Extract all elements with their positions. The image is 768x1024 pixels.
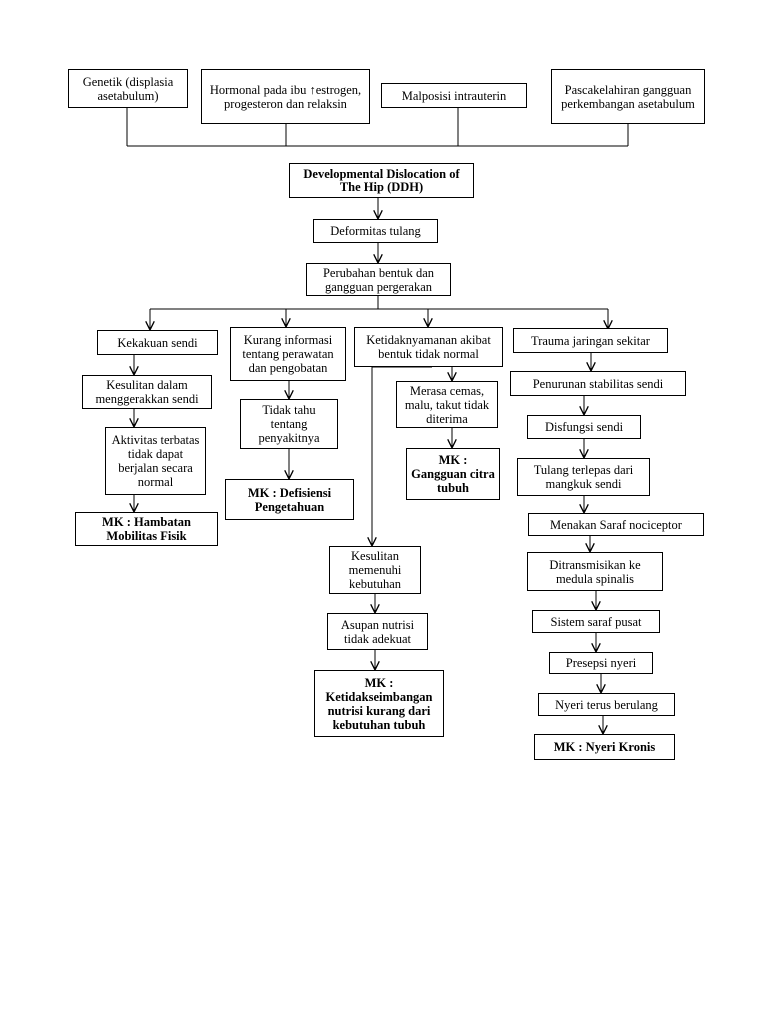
- kesulitan-gerak-box: Kesulitan dalam menggerakkan sendi: [82, 375, 212, 409]
- ketidaknyamanan-box: Ketidaknyamanan akibat bentuk tidak norm…: [354, 327, 503, 367]
- kurang-informasi-box: Kurang informasi tentang perawatan dan p…: [230, 327, 346, 381]
- kekakuan-box: Kekakuan sendi: [97, 330, 218, 355]
- tidak-tahu-box: Tidak tahu tentang penyakitnya: [240, 399, 338, 449]
- mk-hambatan-mobilitas-text: MK : Hambatan Mobilitas Fisik: [102, 515, 191, 543]
- ketidaknyamanan-text: Ketidaknyamanan akibat bentuk tidak norm…: [366, 333, 491, 361]
- penurunan-stabilitas-text: Penurunan stabilitas sendi: [532, 376, 664, 391]
- kesulitan-kebutuhan-text: Kesulitan memenuhi kebutuhan: [348, 549, 402, 591]
- mk-gangguan-citra-box: MK : Gangguan citra tubuh: [406, 448, 500, 500]
- ditransmisikan-box: Ditransmisikan ke medula spinalis: [527, 552, 663, 591]
- mk-nyeri-kronis-box: MK : Nyeri Kronis: [534, 734, 675, 760]
- disfungsi-box: Disfungsi sendi: [527, 415, 641, 439]
- cause-genetik-text: Genetik (displasia asetabulum): [82, 74, 174, 103]
- aktivitas-box: Aktivitas terbatas tidak dapat berjalan …: [105, 427, 206, 495]
- deformitas-text: Deformitas tulang: [330, 224, 421, 238]
- sistem-saraf-text: Sistem saraf pusat: [550, 614, 642, 629]
- merasa-cemas-text: Merasa cemas, malu, takut tidak diterima: [404, 383, 490, 426]
- presepsi-nyeri-text: Presepsi nyeri: [565, 656, 637, 670]
- trauma-box: Trauma jaringan sekitar: [513, 328, 668, 353]
- penurunan-stabilitas-box: Penurunan stabilitas sendi: [510, 371, 686, 396]
- mk-ketidakseimbangan-nutrisi-box: MK : Ketidakseimbangan nutrisi kurang da…: [314, 670, 444, 737]
- cause-genetik-box: Genetik (displasia asetabulum): [68, 69, 188, 108]
- sistem-saraf-box: Sistem saraf pusat: [532, 610, 660, 633]
- mk-nyeri-kronis-text: MK : Nyeri Kronis: [553, 740, 656, 754]
- menakan-saraf-text: Menakan Saraf nociceptor: [550, 517, 682, 532]
- disfungsi-text: Disfungsi sendi: [544, 420, 624, 434]
- presepsi-nyeri-box: Presepsi nyeri: [549, 652, 653, 674]
- kurang-informasi-text: Kurang informasi tentang perawatan dan p…: [242, 333, 334, 375]
- kesulitan-gerak-text: Kesulitan dalam menggerakkan sendi: [95, 378, 199, 406]
- deformitas-box: Deformitas tulang: [313, 219, 438, 243]
- cause-malposisi-box: Malposisi intrauterin: [381, 83, 527, 108]
- cause-malposisi-text: Malposisi intrauterin: [401, 88, 507, 103]
- ditransmisikan-text: Ditransmisikan ke medula spinalis: [549, 557, 641, 586]
- perubahan-box: Perubahan bentuk dan gangguan pergerakan: [306, 263, 451, 296]
- tidak-tahu-text: Tidak tahu tentang penyakitnya: [258, 403, 320, 445]
- cause-pascakelahiran-box: Pascakelahiran gangguan perkembangan ase…: [551, 69, 705, 124]
- cause-hormonal-text: Hormonal pada ibu ↑estrogen, progesteron…: [209, 82, 362, 111]
- aktivitas-text: Aktivitas terbatas tidak dapat berjalan …: [111, 433, 200, 489]
- ddh-box: Developmental Dislocation of The Hip (DD…: [289, 163, 474, 198]
- mk-defisiensi-pengetahuan-box: MK : Defisiensi Pengetahuan: [225, 479, 354, 520]
- kekakuan-text: Kekakuan sendi: [117, 335, 198, 350]
- menakan-saraf-box: Menakan Saraf nociceptor: [528, 513, 704, 536]
- nyeri-berulang-box: Nyeri terus berulang: [538, 693, 675, 716]
- asupan-nutrisi-box: Asupan nutrisi tidak adekuat: [327, 613, 428, 650]
- trauma-text: Trauma jaringan sekitar: [531, 333, 650, 348]
- perubahan-text: Perubahan bentuk dan gangguan pergerakan: [322, 265, 435, 294]
- nyeri-berulang-text: Nyeri terus berulang: [555, 697, 658, 712]
- asupan-nutrisi-text: Asupan nutrisi tidak adekuat: [340, 617, 415, 646]
- cause-pascakelahiran-text: Pascakelahiran gangguan perkembangan ase…: [561, 82, 695, 111]
- cause-hormonal-box: Hormonal pada ibu ↑estrogen, progesteron…: [201, 69, 370, 124]
- ddh-text: Developmental Dislocation of The Hip (DD…: [303, 166, 460, 194]
- mk-ketidakseimbangan-nutrisi-text: MK : Ketidakseimbangan nutrisi kurang da…: [325, 675, 433, 732]
- tulang-terlepas-text: Tulang terlepas dari mangkuk sendi: [533, 463, 634, 491]
- merasa-cemas-box: Merasa cemas, malu, takut tidak diterima: [396, 381, 498, 428]
- tulang-terlepas-box: Tulang terlepas dari mangkuk sendi: [517, 458, 650, 496]
- kesulitan-kebutuhan-box: Kesulitan memenuhi kebutuhan: [329, 546, 421, 594]
- mk-gangguan-citra-text: MK : Gangguan citra tubuh: [411, 453, 495, 495]
- mk-hambatan-mobilitas-box: MK : Hambatan Mobilitas Fisik: [75, 512, 218, 546]
- mk-defisiensi-pengetahuan-text: MK : Defisiensi Pengetahuan: [247, 485, 332, 514]
